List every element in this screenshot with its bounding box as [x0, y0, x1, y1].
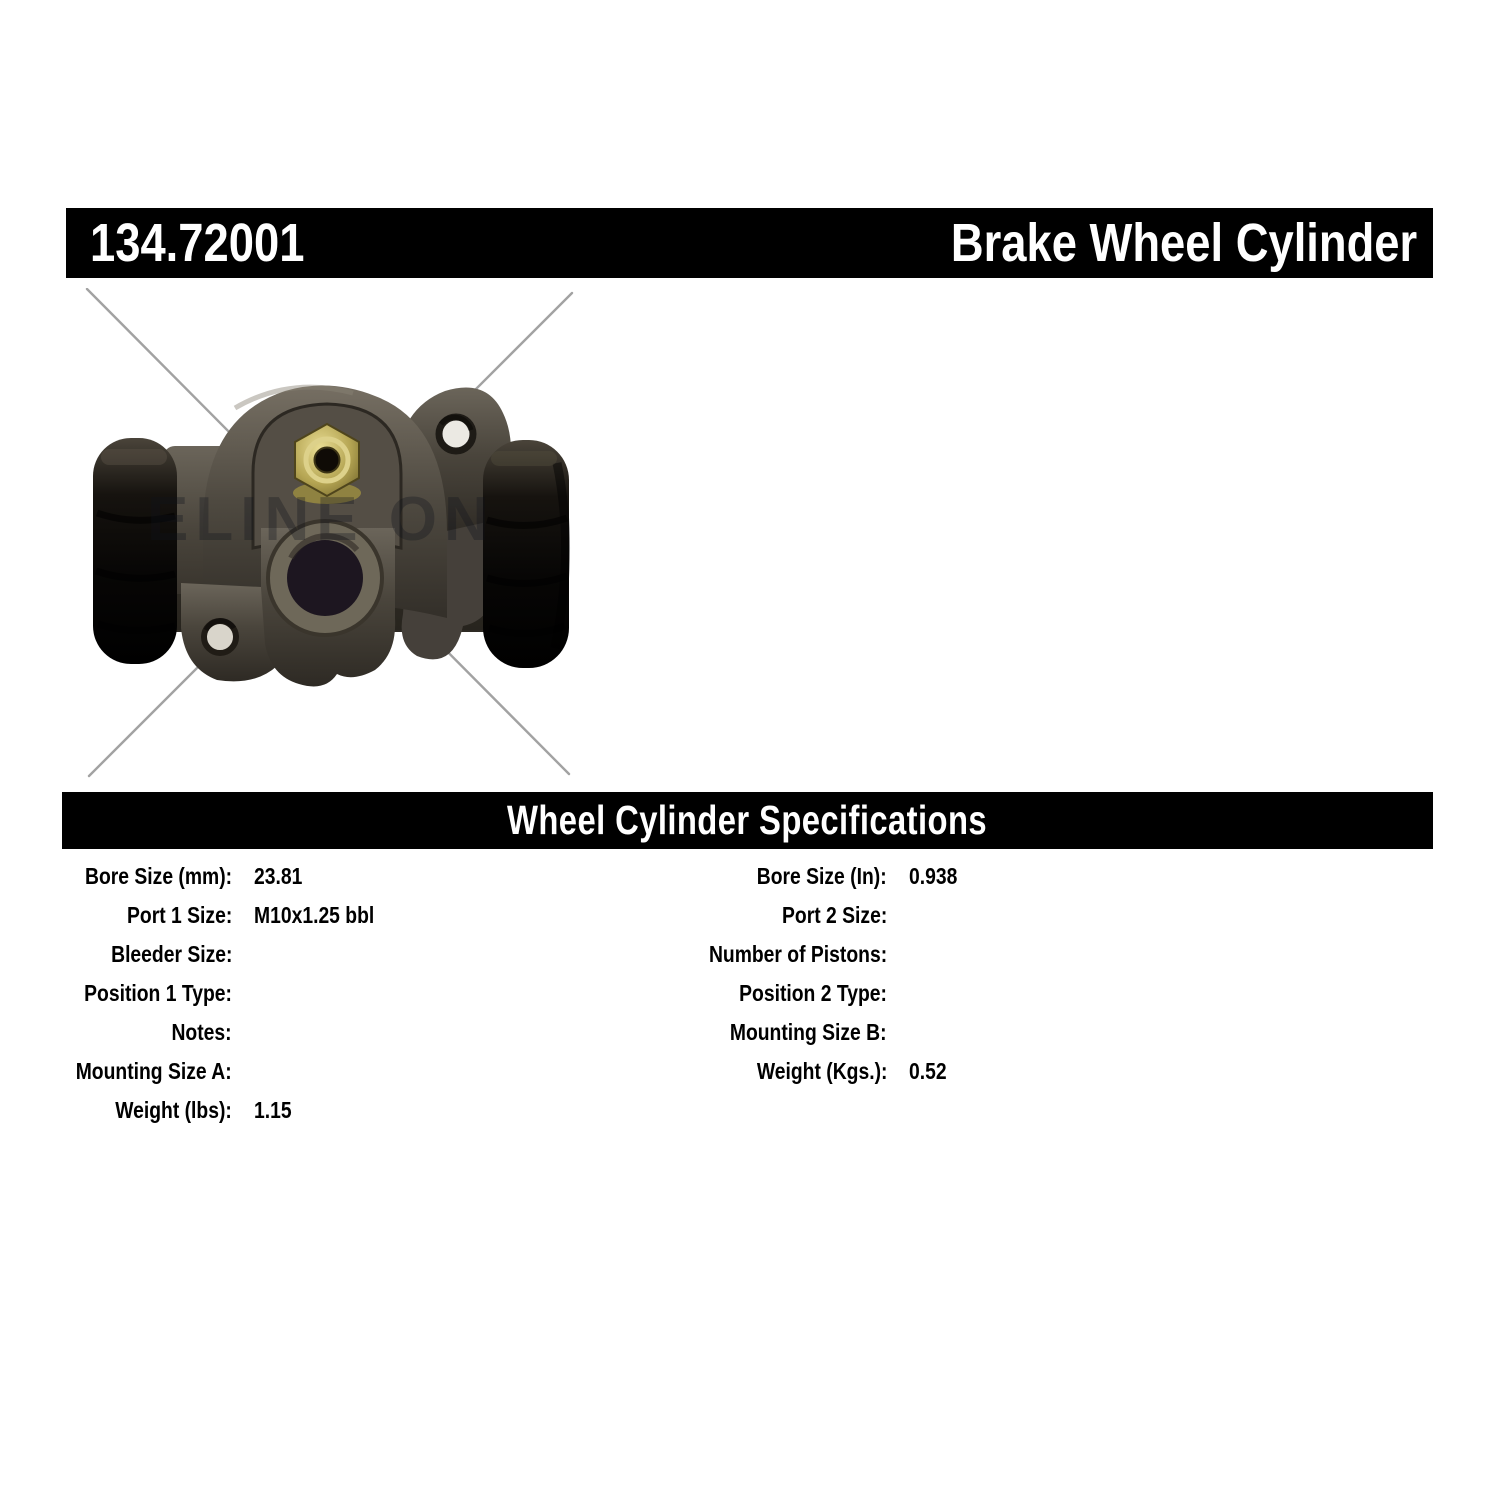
- product-image: ELINE ON: [85, 287, 574, 778]
- specs-header-bar: Wheel Cylinder Specifications: [62, 792, 1433, 849]
- spec-label: Mounting Size A:: [76, 1058, 232, 1084]
- spec-row: Weight (Kgs.): 0.52: [650, 1052, 1390, 1091]
- spec-label: Mounting Size B:: [730, 1019, 887, 1045]
- product-photo: ELINE ON: [85, 287, 575, 778]
- spec-value: M10x1.25 bbl: [254, 902, 375, 928]
- spec-label: Bleeder Size:: [110, 941, 232, 967]
- product-title: Brake Wheel Cylinder: [950, 213, 1417, 273]
- spec-row: Port 1 Size: M10x1.25 bbl: [60, 896, 690, 935]
- spec-label: Weight (Kgs.):: [756, 1058, 887, 1084]
- spec-label: Notes:: [171, 1019, 232, 1045]
- spec-label: Port 1 Size:: [126, 902, 232, 928]
- spec-row: Bore Size (In): 0.938: [650, 857, 1390, 896]
- spec-row: Position 2 Type:: [650, 974, 1390, 1013]
- boot-left: [93, 438, 177, 664]
- boot-right: [483, 440, 570, 668]
- spec-value: 0.938: [909, 863, 958, 889]
- bleeder-fitting: [293, 422, 361, 504]
- spec-row: Port 2 Size:: [650, 896, 1390, 935]
- part-number: 134.72001: [90, 213, 305, 273]
- spec-label: Position 2 Type:: [739, 980, 887, 1006]
- spec-label: Number of Pistons:: [708, 941, 887, 967]
- spec-row: Number of Pistons:: [650, 935, 1390, 974]
- spec-row: Bore Size (mm): 23.81: [60, 857, 690, 896]
- spec-row: Position 1 Type:: [60, 974, 690, 1013]
- port-hole: [287, 540, 363, 616]
- spec-label: Bore Size (mm):: [84, 863, 232, 889]
- spec-value: 1.15: [254, 1097, 292, 1123]
- spec-label: Bore Size (In):: [757, 863, 887, 889]
- spec-value: 23.81: [254, 863, 303, 889]
- spec-label: Port 2 Size:: [781, 902, 887, 928]
- spec-value: 0.52: [909, 1058, 947, 1084]
- header-bar: 134.72001 Brake Wheel Cylinder: [66, 208, 1433, 278]
- spec-row: Bleeder Size:: [60, 935, 690, 974]
- spec-label: Weight (lbs):: [115, 1097, 232, 1123]
- spec-label: Position 1 Type:: [84, 980, 232, 1006]
- spec-row: Mounting Size B:: [650, 1013, 1390, 1052]
- spec-row: Weight (lbs): 1.15: [60, 1091, 690, 1130]
- spec-row: Mounting Size A:: [60, 1052, 690, 1091]
- spec-row: Notes:: [60, 1013, 690, 1052]
- specs-title: Wheel Cylinder Specifications: [507, 797, 988, 843]
- watermark-text: ELINE ON: [147, 485, 496, 554]
